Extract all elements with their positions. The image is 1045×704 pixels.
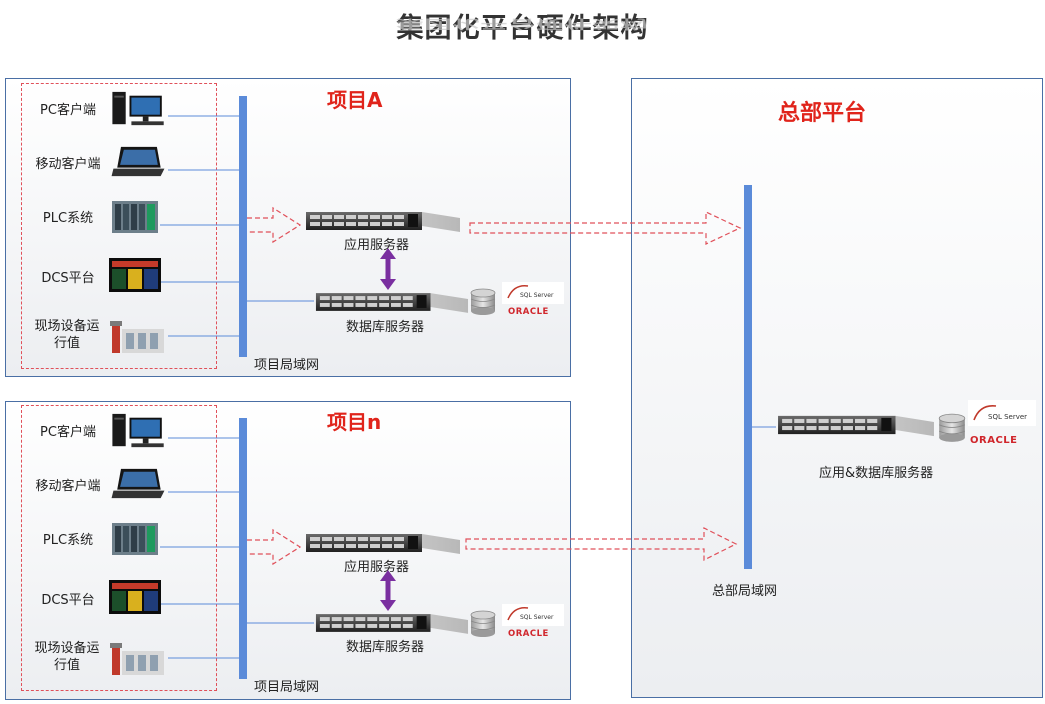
device-label-field-1: 现场设备运 <box>34 641 100 656</box>
database-cylinder-icon <box>938 413 966 443</box>
project-a-graphics: SQL Server ORACLE <box>109 91 742 357</box>
hq-lan-bus <box>744 185 752 569</box>
device-label-mobile: 移动客户端 <box>35 157 101 172</box>
project-a-title: 项目A <box>327 88 383 112</box>
sql-logo-text: SQL Server <box>988 413 1027 421</box>
device-label-plc: PLC系统 <box>42 211 94 226</box>
project-n-device-group <box>21 405 217 691</box>
oracle-logo: ORACLE <box>508 629 549 639</box>
hq-lan-label: 总部局域网 <box>712 584 778 599</box>
sql-logo-text: SQL Server <box>520 614 554 621</box>
database-cylinder-icon <box>470 288 496 316</box>
double-arrow-n <box>380 570 396 611</box>
project-n-title: 项目n <box>327 410 382 434</box>
db-server-icon <box>315 614 469 634</box>
database-cylinder-icon <box>470 610 496 638</box>
arrow-to-app-server-n <box>247 528 302 566</box>
device-label-pc: PC客户端 <box>40 103 96 118</box>
db-server-label-a: 数据库服务器 <box>346 320 425 335</box>
project-n-panel <box>5 401 571 700</box>
project-a-device-group <box>21 83 217 369</box>
device-label-field-2: 行值 <box>53 658 80 673</box>
lan-bus-a <box>239 96 247 357</box>
device-label-field-2: 行值 <box>53 336 80 351</box>
db-server-icon <box>315 293 469 313</box>
hq-server-label: 应用&数据库服务器 <box>819 466 934 481</box>
hq-server-icon <box>778 415 934 437</box>
arrow-to-hq-a <box>469 211 742 245</box>
arrow-to-app-server-a <box>247 206 302 244</box>
sql-server-logo: SQL Server <box>968 400 1036 426</box>
laptop-icon <box>111 468 165 499</box>
field-device-icon <box>110 643 164 675</box>
pc-icon <box>112 91 164 126</box>
device-label-pc: PC客户端 <box>40 425 96 440</box>
project-a-panel <box>5 78 571 377</box>
oracle-logo: ORACLE <box>508 307 549 317</box>
double-arrow-a <box>380 248 396 290</box>
arrow-to-hq-n <box>465 527 738 561</box>
page-title: 集团化平台硬件架构 <box>396 13 649 44</box>
plc-icon <box>112 201 158 233</box>
app-server-label-a: 应用服务器 <box>344 238 410 253</box>
sql-logo-text: SQL Server <box>520 292 554 299</box>
device-label-dcs: DCS平台 <box>41 593 95 608</box>
db-server-label-n: 数据库服务器 <box>346 640 425 655</box>
dcs-monitor-icon <box>109 258 161 292</box>
device-label-mobile: 移动客户端 <box>35 479 101 494</box>
dcs-monitor-icon <box>109 580 161 614</box>
device-label-field-1: 现场设备运 <box>34 319 100 334</box>
lan-bus-n <box>239 418 247 679</box>
app-server-label-n: 应用服务器 <box>344 560 410 575</box>
lan-label-n: 项目局域网 <box>254 680 320 695</box>
field-device-icon <box>110 321 164 353</box>
hq-panel <box>631 78 1043 698</box>
app-server-icon <box>306 534 460 554</box>
sql-server-logo: SQL Server <box>502 282 564 304</box>
pc-icon <box>112 413 164 448</box>
project-n-graphics: SQL Server ORACLE <box>109 413 738 679</box>
hq-graphics: SQL Server ORACLE <box>744 185 1036 569</box>
oracle-logo: ORACLE <box>970 435 1017 446</box>
app-server-icon <box>306 212 460 232</box>
sql-server-logo: SQL Server <box>502 604 564 626</box>
hq-title: 总部平台 <box>778 101 867 126</box>
device-label-plc: PLC系统 <box>42 533 94 548</box>
device-label-dcs: DCS平台 <box>41 271 95 286</box>
plc-icon <box>112 523 158 555</box>
lan-label-a: 项目局域网 <box>254 358 320 373</box>
laptop-icon <box>111 146 165 177</box>
